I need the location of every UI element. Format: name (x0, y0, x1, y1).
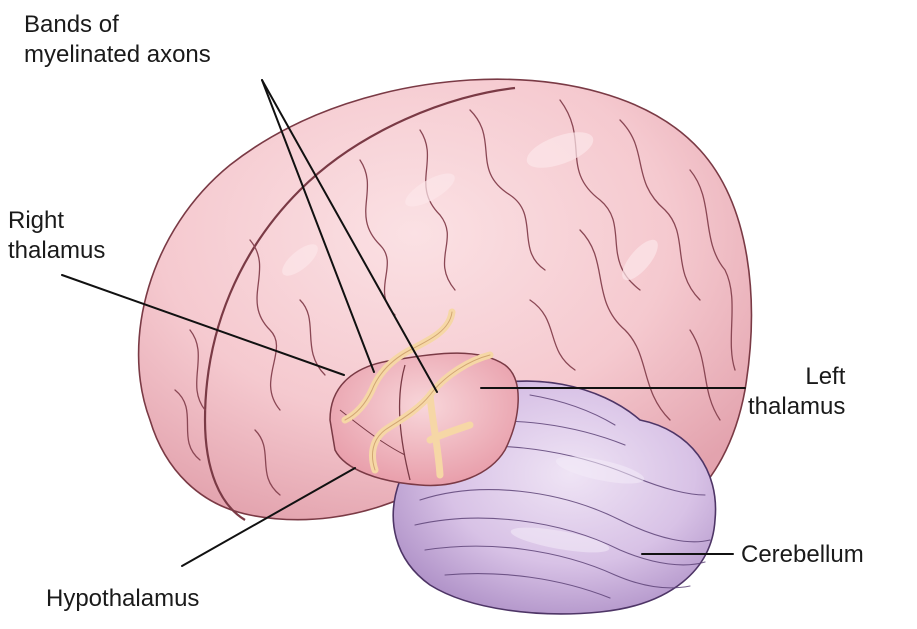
leader-line-right-thalamus (61, 274, 345, 376)
label-left-thalamus-line2: thalamus (748, 393, 846, 420)
label-left-thalamus: Left thalamus (748, 362, 845, 422)
leader-line-hypothalamus (181, 467, 356, 567)
leader-lines (61, 79, 746, 567)
label-bands-line1: Bands of (24, 11, 119, 38)
leader-line-bands-1 (261, 79, 375, 373)
label-right-thalamus-line2: thalamus (8, 237, 106, 264)
label-right-thalamus-line1: Right (8, 207, 65, 234)
label-right-thalamus: Right thalamus (8, 206, 105, 266)
label-hypothalamus: Hypothalamus (46, 585, 200, 612)
label-left-thalamus-line1: Left (805, 363, 846, 390)
label-cerebellum: Cerebellum (741, 541, 864, 568)
label-bands-of-myelinated-axons: Bands of myelinated axons (24, 10, 211, 70)
label-bands-line2: myelinated axons (24, 41, 211, 68)
leader-line-bands-2 (261, 79, 438, 393)
thalamus-pair (329, 308, 519, 487)
